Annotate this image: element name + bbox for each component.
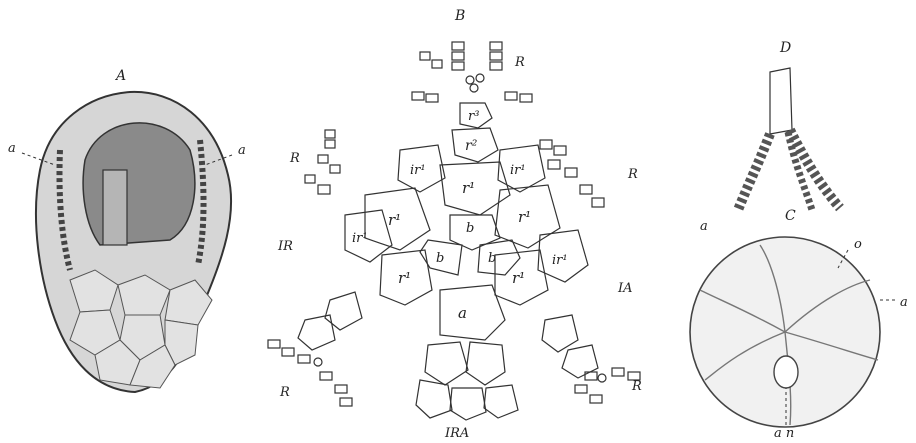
plate-r1-lower-right: r¹ — [512, 269, 525, 287]
plate-r1-center: r¹ — [462, 179, 475, 197]
region-r-left: R — [289, 151, 300, 166]
region-ira: IRA — [444, 426, 469, 441]
arm-branch-left — [738, 134, 770, 210]
plate-ir1-lower-right: ir¹ — [552, 253, 568, 268]
arm-cluster-top — [412, 42, 532, 102]
panel-c: C a o a a n — [690, 208, 908, 441]
panel-b-title: B — [454, 8, 465, 24]
label-a-left-c: a — [700, 219, 708, 234]
specimen-cavity — [83, 123, 195, 245]
arm-cluster-bottom — [416, 342, 518, 420]
arm-cluster-right — [540, 140, 604, 207]
region-r-top: R — [514, 55, 525, 70]
label-a-right-c: a — [900, 295, 908, 310]
region-r-lower-right: R — [631, 379, 642, 394]
panel-a: A a a — [8, 68, 246, 392]
region-r-right: R — [627, 167, 638, 182]
plate-b-top: b — [466, 221, 474, 236]
plate-ir1-lower-left: ir¹ — [352, 231, 368, 246]
plate-r1-right: r¹ — [518, 208, 531, 226]
panel-c-title: C — [785, 208, 796, 224]
label-o: o — [854, 237, 862, 252]
region-r-lower-left: R — [279, 385, 290, 400]
plate-r1-left: r¹ — [388, 211, 401, 229]
region-ia: IA — [617, 281, 633, 296]
plate-r3: r³ — [468, 109, 479, 124]
plate-ir1-left: ir¹ — [410, 163, 426, 178]
anal-opening — [774, 356, 798, 388]
arm-cluster-lower-right — [542, 315, 640, 403]
plate-ir1-right: ir¹ — [510, 163, 526, 178]
arm-stem — [770, 68, 792, 134]
label-an: a n — [774, 426, 794, 441]
label-a-right: a — [238, 143, 246, 158]
label-a-left: a — [8, 141, 16, 156]
panel-d-title: D — [779, 40, 791, 56]
panel-b: B R r³ r² r¹ b b b a — [268, 8, 642, 441]
arm-cluster-left — [305, 130, 340, 194]
plate-r2: r² — [465, 138, 478, 154]
plate-r1-lower-left: r¹ — [398, 269, 411, 287]
plate-a: a — [458, 304, 467, 322]
panel-a-title: A — [114, 68, 126, 84]
panel-d: D — [738, 40, 840, 210]
plate-b-left: b — [436, 251, 444, 266]
specimen-column — [103, 170, 127, 245]
region-ir: IR — [277, 239, 293, 254]
